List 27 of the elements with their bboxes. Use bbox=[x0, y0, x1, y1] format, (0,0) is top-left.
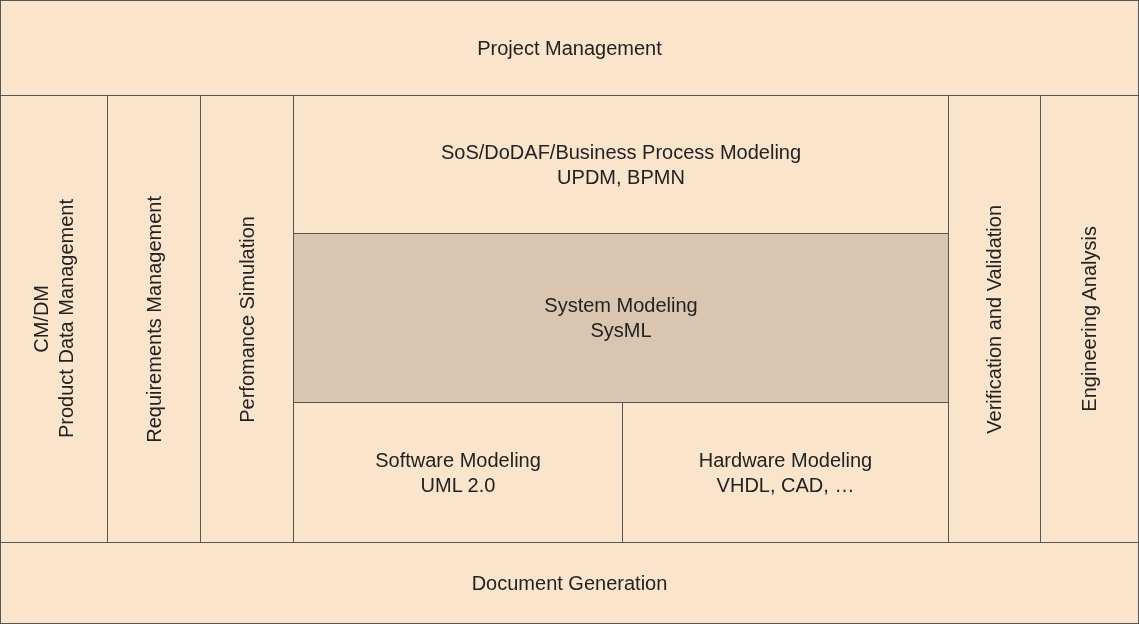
block-subtitle: VHDL, CAD, … bbox=[716, 472, 855, 498]
block-panel bbox=[1040, 95, 1139, 543]
block-title: Perfomance Simulation bbox=[234, 215, 259, 423]
block-panel bbox=[622, 402, 949, 543]
block-title: Software Modeling bbox=[375, 447, 541, 473]
block-title: Document Generation bbox=[471, 570, 668, 596]
block-title: Engineering Analysis bbox=[1077, 226, 1101, 412]
block-title: Project Management bbox=[477, 35, 662, 61]
block-subtitle: UML 2.0 bbox=[420, 472, 496, 498]
block-title: Hardware Modeling bbox=[698, 447, 873, 473]
block-title: Requirements Management bbox=[141, 195, 166, 443]
block-title: SoS/DoDAF/Business Process Modeling bbox=[440, 139, 802, 165]
block-title: System Modeling bbox=[544, 293, 698, 318]
block-panel bbox=[0, 95, 108, 543]
block-panel bbox=[293, 402, 623, 543]
block-title: CM/DM bbox=[29, 285, 53, 353]
block-panel bbox=[293, 95, 949, 234]
block-subtitle: SysML bbox=[590, 318, 652, 343]
block-panel bbox=[293, 233, 949, 403]
block-panel bbox=[200, 95, 294, 543]
block-title: Verification and Validation bbox=[982, 204, 1006, 434]
block-subtitle: UPDM, BPMN bbox=[557, 164, 685, 190]
block-panel bbox=[0, 542, 1139, 624]
block-panel bbox=[107, 95, 201, 543]
block-panel bbox=[0, 0, 1139, 96]
block-panel bbox=[948, 95, 1041, 543]
block-subtitle: Product Data Management bbox=[54, 199, 78, 439]
